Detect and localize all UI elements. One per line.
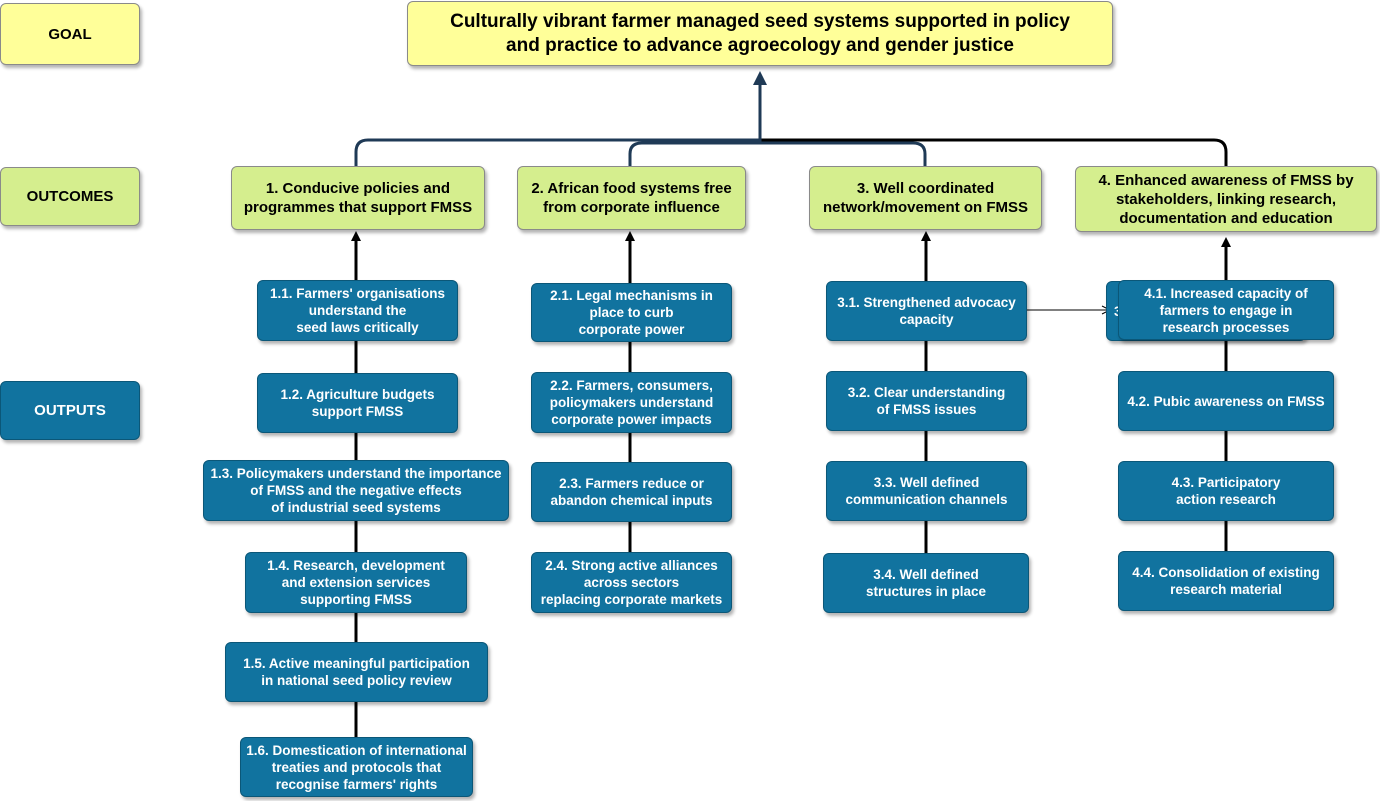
output-1-1: 1.1. Farmers' organisations understand t…	[257, 280, 458, 341]
output-4-1-underlay-label: 3	[1114, 303, 1122, 320]
goal-label: GOAL	[0, 3, 140, 65]
output-1-5: 1.5. Active meaningful participation in …	[225, 642, 488, 702]
output-1-3: 1.3. Policymakers understand the importa…	[203, 460, 509, 521]
outcomes-label: OUTCOMES	[0, 167, 140, 226]
output-3-3: 3.3. Well defined communication channels	[826, 461, 1027, 521]
output-3-4: 3.4. Well defined structures in place	[823, 553, 1029, 613]
output-1-2: 1.2. Agriculture budgets support FMSS	[257, 373, 458, 433]
output-3-1: 3.1. Strengthened advocacy capacity	[826, 281, 1027, 341]
output-2-4: 2.4. Strong active alliances across sect…	[531, 552, 732, 613]
output-1-6: 1.6. Domestication of international trea…	[240, 737, 473, 797]
output-4-4: 4.4. Consolidation of existing research …	[1118, 551, 1334, 611]
output-3-2: 3.2. Clear understanding of FMSS issues	[826, 371, 1027, 431]
outcome-3-box: 3. Well coordinated network/movement on …	[809, 166, 1042, 230]
output-2-1: 2.1. Legal mechanisms in place to curb c…	[531, 283, 732, 342]
goal-box: Culturally vibrant farmer managed seed s…	[407, 1, 1113, 66]
outcome-1-box: 1. Conducive policies and programmes tha…	[231, 166, 485, 230]
connector-outcome3-goal	[760, 141, 927, 166]
connector-outcome2-goal	[628, 141, 760, 166]
output-1-4: 1.4. Research, development and extension…	[245, 552, 467, 613]
outcome-4-box: 4. Enhanced awareness of FMSS by stakeho…	[1075, 166, 1377, 232]
output-2-3: 2.3. Farmers reduce or abandon chemical …	[531, 462, 732, 522]
outputs-label: OUTPUTS	[0, 381, 140, 440]
outcome-2-box: 2. African food systems free from corpor…	[517, 166, 746, 230]
connector-outcome1-goal	[354, 138, 760, 166]
connector-outcome4-goal	[760, 138, 1228, 166]
output-4-2: 4.2. Pubic awareness on FMSS	[1118, 371, 1334, 431]
output-2-2: 2.2. Farmers, consumers, policymakers un…	[531, 372, 732, 433]
output-4-3: 4.3. Participatory action research	[1118, 461, 1334, 521]
output-4-1: 4.1. Increased capacity of farmers to en…	[1118, 280, 1334, 340]
